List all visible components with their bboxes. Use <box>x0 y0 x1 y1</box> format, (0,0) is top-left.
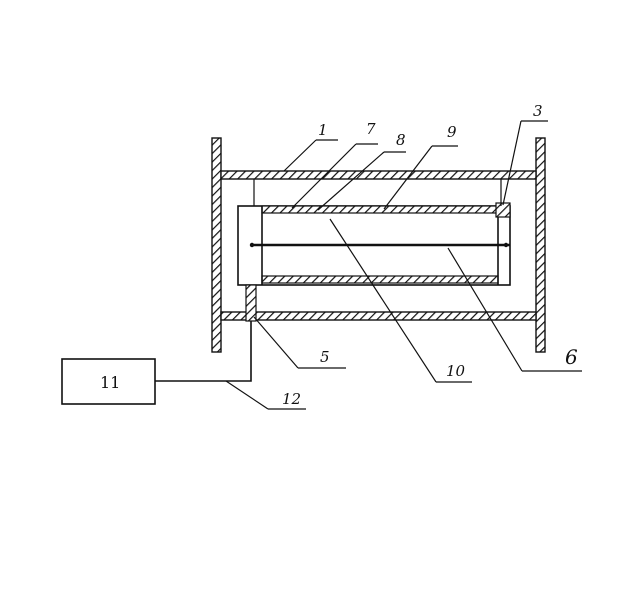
support-post <box>245 284 257 322</box>
leader-6 <box>447 247 523 372</box>
leader-lines <box>225 120 582 410</box>
label-6: 6 <box>565 345 578 369</box>
leader-5 <box>253 316 299 369</box>
leader-10 <box>329 218 437 383</box>
leader-1 <box>283 139 317 172</box>
label-7: 7 <box>366 120 376 138</box>
label-12: 12 <box>282 390 301 408</box>
right-end-cap <box>495 202 511 218</box>
outer-pipe-bottom-wall <box>220 311 537 321</box>
wire-12 <box>155 321 252 382</box>
label-10: 10 <box>446 362 466 380</box>
leader-9 <box>383 145 433 210</box>
box-11 <box>61 358 156 405</box>
label-9: 9 <box>447 123 457 141</box>
inner-bottom-band <box>261 275 499 284</box>
left-flange <box>211 137 222 353</box>
label-1: 1 <box>318 121 328 139</box>
label-11: 11 <box>100 373 120 392</box>
outer-pipe-top-wall <box>220 170 537 180</box>
leader-7 <box>291 143 357 209</box>
leader-3 <box>502 120 522 206</box>
inner-top-band <box>261 205 499 214</box>
label-5: 5 <box>320 348 330 366</box>
rod-left-end <box>249 242 255 248</box>
rod-right-end <box>503 242 509 248</box>
label-3: 3 <box>533 102 543 120</box>
right-flange <box>535 137 546 353</box>
leader-12 <box>225 380 269 410</box>
leader-8 <box>317 151 385 211</box>
label-8: 8 <box>396 131 406 149</box>
